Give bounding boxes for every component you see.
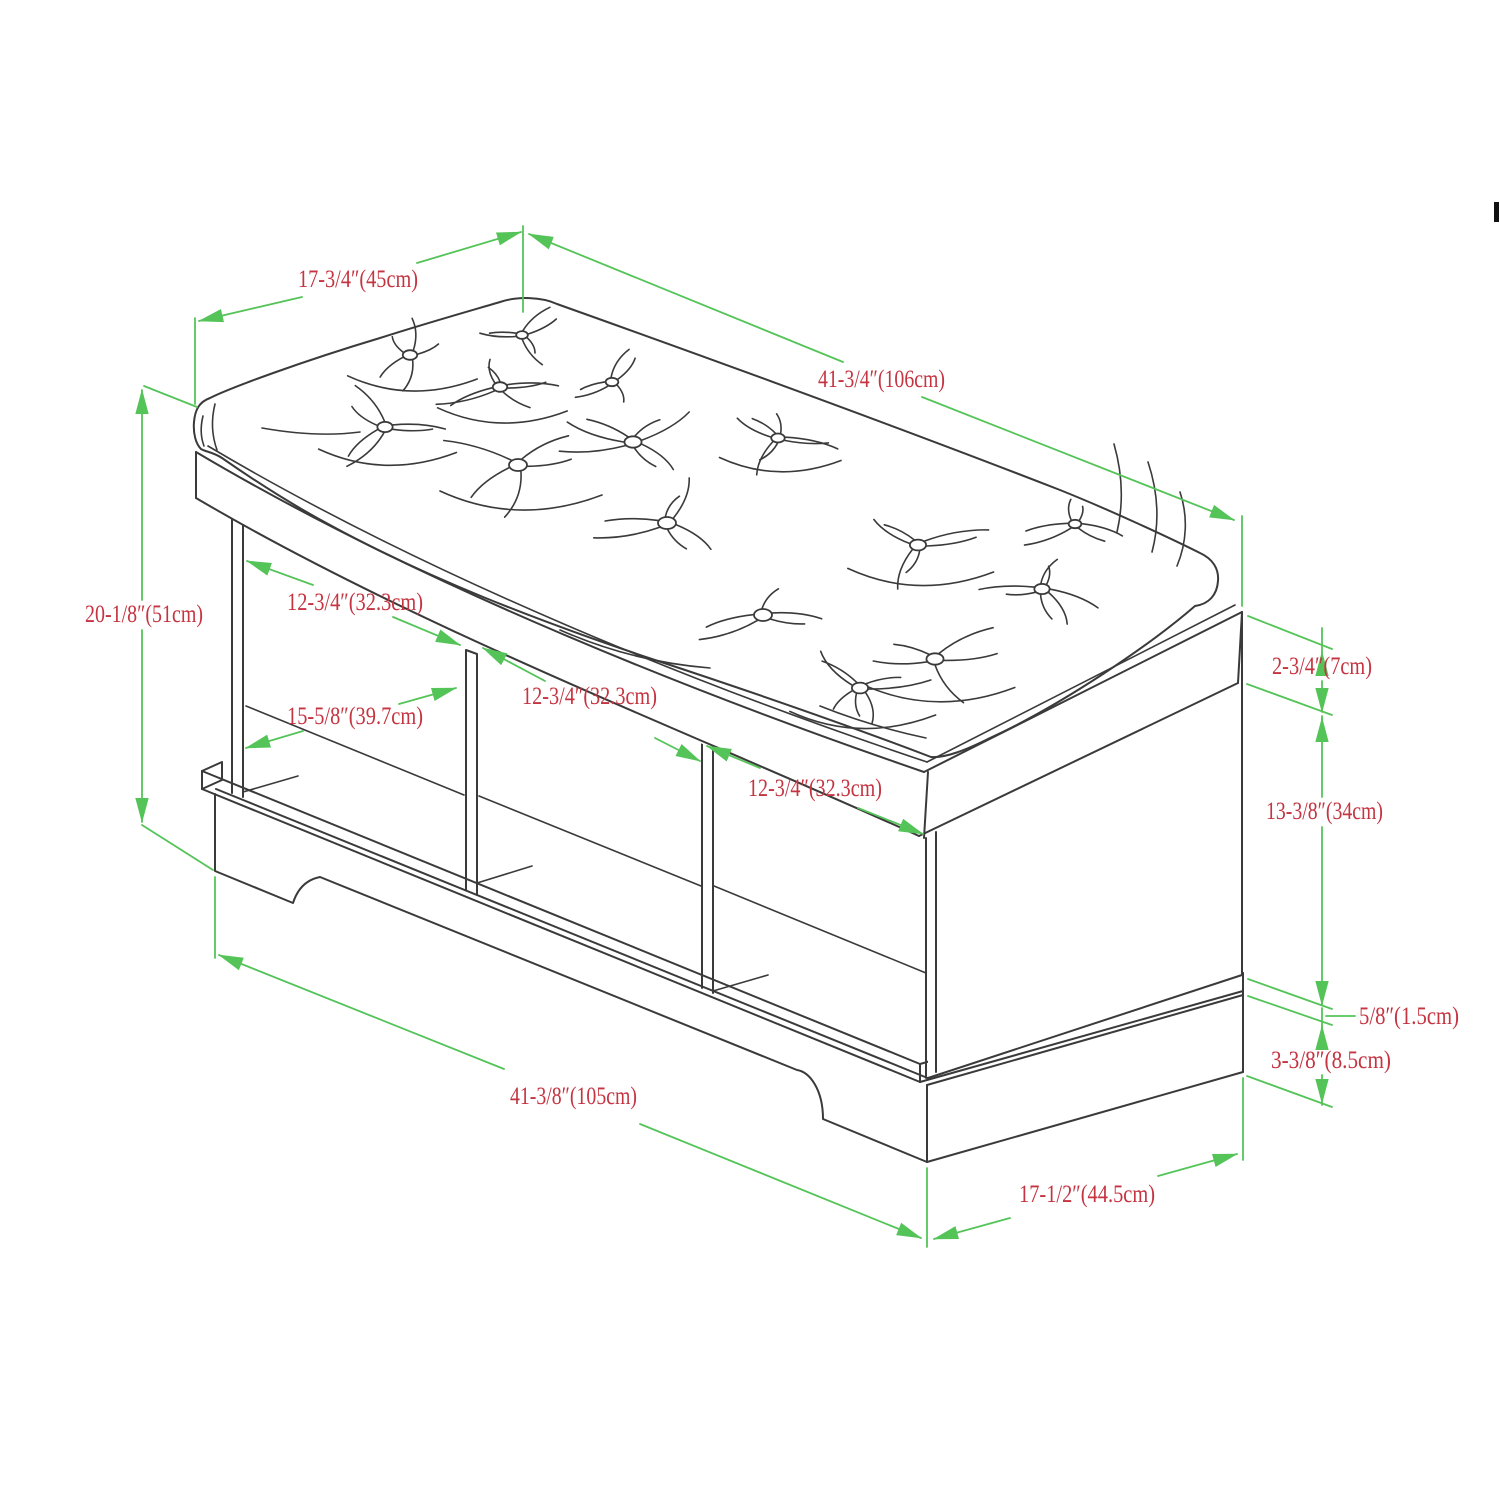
label-cubby3-width: 12-3/4″(32.3cm) [748, 775, 882, 802]
tuft-button [376, 420, 394, 433]
tuft-button [753, 608, 773, 622]
scan-artifact-mark [1494, 202, 1499, 222]
bench-body-cubbies [215, 505, 1243, 1080]
tufted-cushion [192, 297, 1220, 759]
tuft-button [657, 516, 677, 530]
tuft-button [515, 330, 529, 340]
label-cushion-depth: 17-3/4″(45cm) [298, 266, 418, 293]
tuft-button [623, 435, 643, 449]
label-base-height: 3-3/8″(8.5cm) [1271, 1047, 1391, 1074]
tuft-button [491, 381, 509, 393]
tuft-button [604, 376, 620, 388]
dimension-labels: 17-3/4″(45cm) 41-3/4″(106cm) 20-1/8″(51c… [85, 266, 1459, 1208]
label-cubby2-width: 12-3/4″(32.3cm) [522, 683, 657, 710]
label-cubby-depth: 15-5/8″(39.7cm) [287, 703, 423, 730]
tuft-button [1067, 518, 1083, 530]
tuft-button [401, 349, 419, 361]
tuft-button [508, 458, 528, 472]
label-total-height: 20-1/8″(51cm) [85, 601, 203, 628]
label-shelf-thickness: 5/8″(1.5cm) [1359, 1003, 1459, 1030]
tuft-button [909, 538, 928, 552]
label-cushion-length: 41-3/4″(106cm) [818, 366, 945, 393]
label-base-depth: 17-1/2″(44.5cm) [1019, 1181, 1155, 1208]
label-cubby1-width: 12-3/4″(32.3cm) [287, 589, 423, 616]
seat-frame [195, 445, 1243, 839]
tuft-button [851, 681, 870, 695]
base-plinth [201, 761, 1244, 1163]
label-base-length: 41-3/8″(105cm) [510, 1083, 637, 1110]
label-seat-frame-height: 2-3/4″(7cm) [1272, 653, 1372, 680]
dimension-lines [135, 225, 1356, 1248]
cushion-tufts [317, 306, 1124, 730]
tuft-button [925, 652, 945, 666]
label-side-panel-height: 13-3/8″(34cm) [1266, 798, 1383, 825]
tuft-button [770, 432, 786, 444]
tuft-button [1033, 583, 1051, 596]
